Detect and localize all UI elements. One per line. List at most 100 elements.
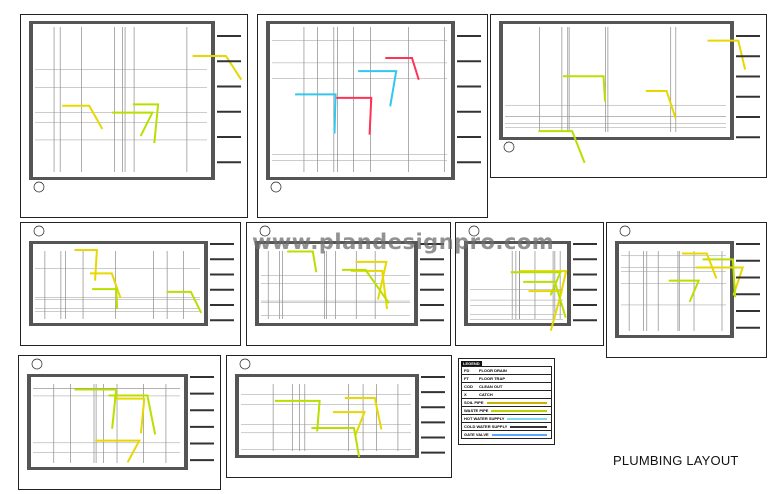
grid-bubble bbox=[239, 358, 251, 370]
pipe-run bbox=[287, 250, 318, 273]
annotation-text bbox=[190, 459, 214, 462]
annotation-text bbox=[421, 421, 445, 424]
drawing bbox=[615, 225, 760, 338]
annotation-text bbox=[573, 288, 597, 291]
annotation-text bbox=[420, 304, 444, 306]
plan-view-1 bbox=[20, 14, 248, 218]
annotation-text bbox=[736, 55, 760, 58]
annotation-text bbox=[421, 391, 445, 394]
plan-view-2 bbox=[257, 14, 488, 218]
annotation-text bbox=[736, 95, 760, 98]
annotation-text bbox=[736, 136, 760, 139]
annotation-text bbox=[457, 85, 481, 88]
pipe-run bbox=[702, 258, 737, 298]
pipe-run bbox=[538, 130, 586, 164]
grid-bubble bbox=[270, 181, 282, 193]
grid-bubble bbox=[619, 225, 631, 237]
pipe-run bbox=[62, 104, 104, 130]
pipe-run bbox=[166, 290, 203, 314]
annotation-text bbox=[736, 259, 760, 262]
annotation-text bbox=[573, 258, 597, 261]
wall bbox=[266, 21, 455, 24]
legend-row: HOT WATER SUPPLY bbox=[461, 415, 552, 423]
pipe-run bbox=[681, 252, 718, 279]
wall bbox=[29, 21, 215, 24]
annotation-text bbox=[736, 310, 760, 312]
legend-code: X bbox=[464, 392, 467, 397]
wall bbox=[499, 21, 734, 24]
grid-bubble bbox=[31, 358, 43, 370]
annotation-text bbox=[420, 319, 444, 322]
wall bbox=[27, 374, 188, 377]
annotation-text bbox=[190, 425, 214, 428]
annotation-text bbox=[421, 436, 445, 439]
section-view-6 bbox=[226, 355, 452, 478]
pipe-run bbox=[385, 56, 420, 81]
wall bbox=[235, 374, 419, 377]
pipe-run bbox=[295, 93, 337, 134]
annotation-text bbox=[736, 326, 760, 329]
legend-row: FT FLOOR TRAP bbox=[461, 375, 552, 383]
pipe-run bbox=[92, 288, 119, 310]
annotation-text bbox=[190, 392, 214, 395]
annotation-text bbox=[420, 243, 444, 245]
annotation-text bbox=[210, 288, 234, 291]
drawing bbox=[499, 21, 760, 164]
legend-label: FLOOR DRAIN bbox=[479, 368, 507, 373]
pipe-run bbox=[113, 397, 146, 434]
pipe-run bbox=[89, 272, 122, 299]
annotation-text bbox=[457, 60, 481, 63]
annotation-text bbox=[217, 60, 241, 63]
drawing bbox=[235, 358, 445, 458]
pipe-run bbox=[132, 103, 160, 144]
annotation-text bbox=[457, 161, 481, 164]
pipe-run bbox=[510, 271, 562, 296]
wall bbox=[29, 177, 215, 180]
annotation-text bbox=[421, 406, 445, 409]
pipe-run bbox=[95, 439, 142, 463]
drawing-title: PLUMBING LAYOUT bbox=[613, 453, 739, 468]
wall bbox=[464, 241, 571, 244]
wall bbox=[29, 21, 33, 180]
pipe-run bbox=[108, 394, 157, 435]
pipe-run bbox=[192, 54, 243, 81]
section-view-1 bbox=[20, 222, 241, 346]
wall bbox=[184, 374, 188, 470]
annotation-text bbox=[210, 319, 234, 322]
legend-line-swatch bbox=[510, 425, 547, 428]
legend-line-swatch bbox=[486, 401, 547, 404]
wall bbox=[266, 177, 455, 180]
legend-code: FT bbox=[464, 376, 469, 381]
grid-bubble bbox=[468, 225, 480, 237]
section-view-2 bbox=[246, 222, 451, 346]
legend-line-swatch bbox=[491, 409, 547, 412]
wall bbox=[255, 241, 259, 326]
pipe-run bbox=[112, 111, 154, 137]
drawing bbox=[29, 225, 234, 326]
wall bbox=[615, 241, 619, 338]
annotation-text bbox=[217, 85, 241, 88]
pipe-run bbox=[332, 411, 366, 436]
annotation-text bbox=[190, 442, 214, 445]
legend-row: COLD WATER SUPPLY bbox=[461, 423, 552, 431]
legend-label: FLOOR TRAP bbox=[479, 376, 505, 381]
wall bbox=[464, 323, 571, 326]
annotation-text bbox=[736, 75, 760, 78]
pipe-run bbox=[355, 260, 388, 300]
pipe-run bbox=[519, 270, 568, 293]
legend-label: COLD WATER SUPPLY bbox=[464, 424, 508, 429]
legend-row: WASTE PIPE bbox=[461, 407, 552, 415]
annotation-text bbox=[736, 293, 760, 296]
annotation-text bbox=[457, 110, 481, 113]
annotation-text bbox=[190, 409, 214, 412]
section-view-3 bbox=[455, 222, 604, 346]
watermark: www.plandesignpro.com bbox=[252, 230, 555, 254]
annotation-text bbox=[420, 288, 444, 291]
pipe-run bbox=[344, 397, 383, 430]
pipe-run bbox=[341, 268, 390, 304]
annotation-text bbox=[217, 35, 241, 37]
grid-bubble bbox=[33, 225, 45, 237]
